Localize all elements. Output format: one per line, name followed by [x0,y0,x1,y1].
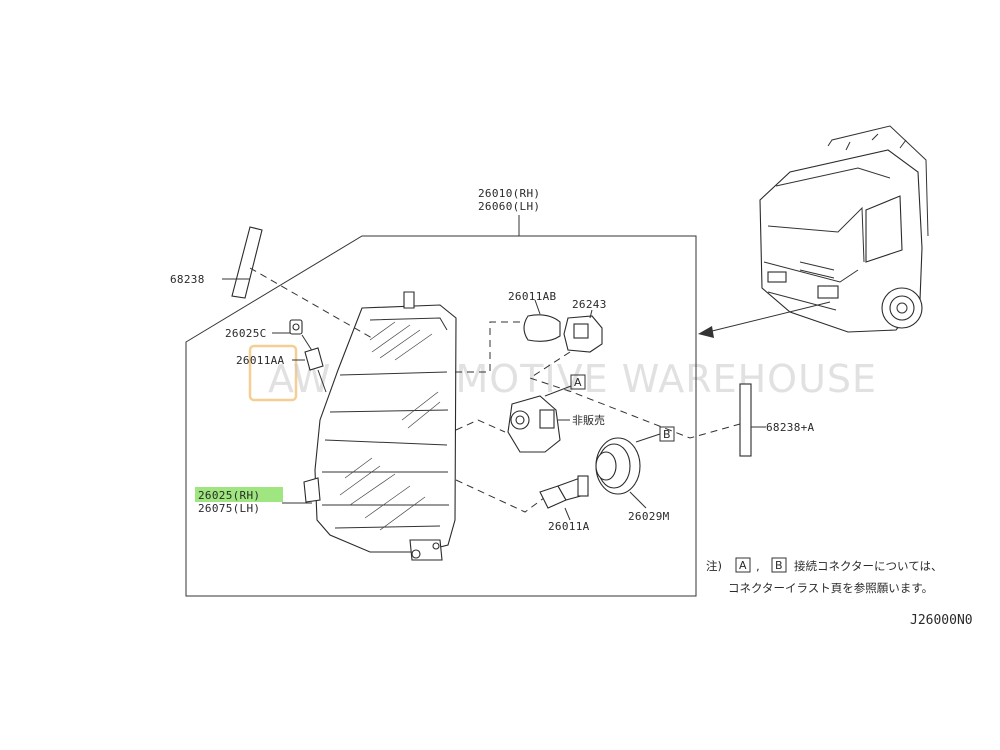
connector-box-b-label: B [663,428,671,441]
connector-box-a[interactable] [570,374,586,390]
part-26029m[interactable] [595,433,661,509]
part-26011aa[interactable] [292,347,327,393]
diagram-code: J26000N0 [910,613,973,628]
headlamp-housing[interactable] [303,291,457,561]
label-68238[interactable]: 68238 [170,273,205,286]
label-26011aa[interactable]: 26011AA [236,354,285,367]
note-box-a [735,557,751,573]
note-prefix: 注) [706,559,722,573]
part-68238[interactable] [222,226,373,339]
part-26025c[interactable] [272,319,319,361]
label-not-sold[interactable]: 非販売 [572,414,605,427]
label-26025c[interactable]: 26025C [225,327,267,340]
part-26243[interactable] [563,309,603,353]
label-26029m[interactable]: 26029M [628,510,670,523]
label-26011ab[interactable]: 26011AB [508,290,557,303]
note-comma: , [756,559,760,573]
watermark-badge [248,344,298,402]
part-26011ab[interactable] [523,299,561,342]
part-26011a[interactable] [539,475,589,521]
highlight-26025 [195,487,283,502]
connector-box-b[interactable] [659,426,675,442]
assembly-frame [185,215,697,597]
note-box-b [771,557,787,573]
label-26011a[interactable]: 26011A [548,520,590,533]
label-68238a[interactable]: 68238+A [766,421,815,434]
truck-illustration [759,125,929,333]
part-leveling-motor[interactable] [507,385,572,453]
label-26025-rh[interactable]: 26025(RH) [198,489,260,502]
note-box-b-label: B [775,559,783,572]
label-26060-lh[interactable]: 26060(LH) [478,200,540,213]
note-line1: 接続コネクターについては、 [794,559,942,573]
note-line2: コネクターイラスト頁を参照願います。 [728,581,933,595]
part-68238a[interactable] [739,383,766,457]
connector-note: 注) A , B 接続コネクターについては、 コネクターイラスト頁を参照願います… [706,557,942,595]
pointer-arrow [698,301,831,338]
label-26243[interactable]: 26243 [572,298,607,311]
note-box-a-label: A [739,559,747,572]
connector-box-a-label: A [574,376,582,389]
label-26075-lh[interactable]: 26075(LH) [198,502,260,515]
label-26010-rh[interactable]: 26010(RH) [478,187,540,200]
